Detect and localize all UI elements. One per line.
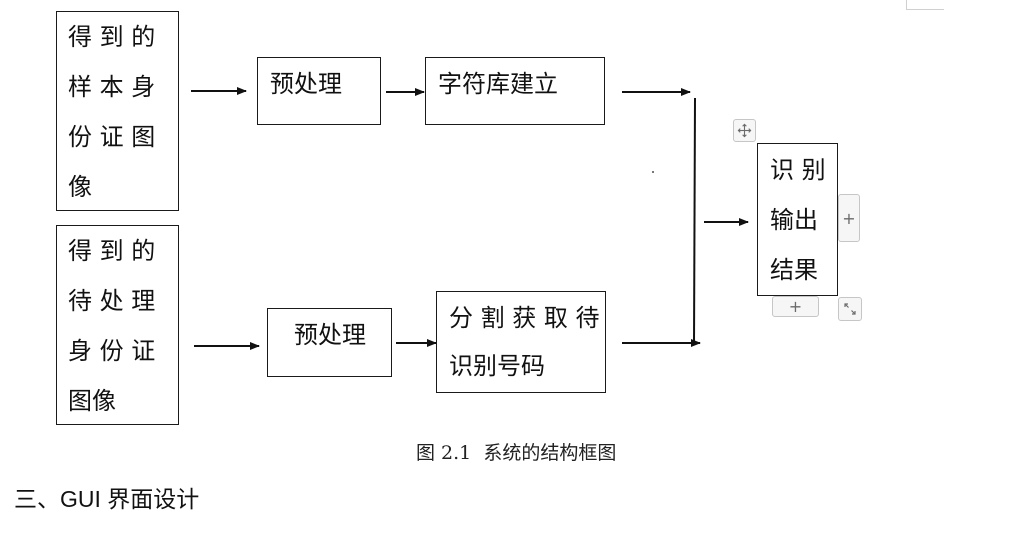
output-line-2: 输出 (770, 206, 818, 234)
move-icon (737, 123, 752, 138)
char-library-box: 字符库建立 (425, 57, 605, 125)
resize-icon (844, 303, 856, 315)
input-pending-line-3: 身 份 证 (68, 337, 156, 365)
input-sample-line-1: 得 到 的 (68, 23, 156, 51)
add-row-button[interactable]: + (772, 296, 819, 317)
output-line-3: 结果 (770, 256, 818, 284)
add-column-label: + (842, 208, 856, 228)
figure-caption: 图 2.1 系统的结构框图 (416, 442, 617, 464)
page-corner-mark (906, 0, 944, 10)
output-box: 识 别 输出 结果 (757, 143, 838, 296)
input-sample-line-3: 份 证 图 (68, 123, 156, 151)
input-sample-line-2: 样 本 身 (68, 73, 156, 101)
stray-dot (652, 171, 654, 173)
input-sample-box: 得 到 的 样 本 身 份 证 图 像 (56, 11, 179, 211)
segment-line-2: 识别号码 (449, 352, 545, 380)
segment-box: 分 割 获 取 待 识别号码 (436, 291, 606, 393)
preprocess-bottom-label: 预处理 (294, 321, 366, 349)
table-resize-handle[interactable] (838, 297, 862, 321)
section-heading: 三、GUI 界面设计 (14, 486, 200, 512)
input-pending-line-1: 得 到 的 (68, 237, 156, 265)
add-column-button[interactable]: + (838, 194, 860, 242)
merge-vertical-line (693, 97, 696, 346)
char-library-label: 字符库建立 (438, 70, 558, 98)
table-move-handle[interactable] (733, 119, 756, 142)
input-pending-line-4: 图像 (68, 387, 116, 415)
output-line-1: 识 别 (770, 156, 826, 184)
input-pending-box: 得 到 的 待 处 理 身 份 证 图像 (56, 225, 179, 425)
segment-line-1: 分 割 获 取 待 (449, 304, 600, 332)
preprocess-top-label: 预处理 (270, 70, 342, 98)
add-row-label: + (788, 297, 803, 316)
preprocess-top-box: 预处理 (257, 57, 381, 125)
input-pending-line-2: 待 处 理 (68, 287, 156, 315)
input-sample-line-4: 像 (68, 173, 92, 201)
preprocess-bottom-box: 预处理 (267, 308, 392, 377)
